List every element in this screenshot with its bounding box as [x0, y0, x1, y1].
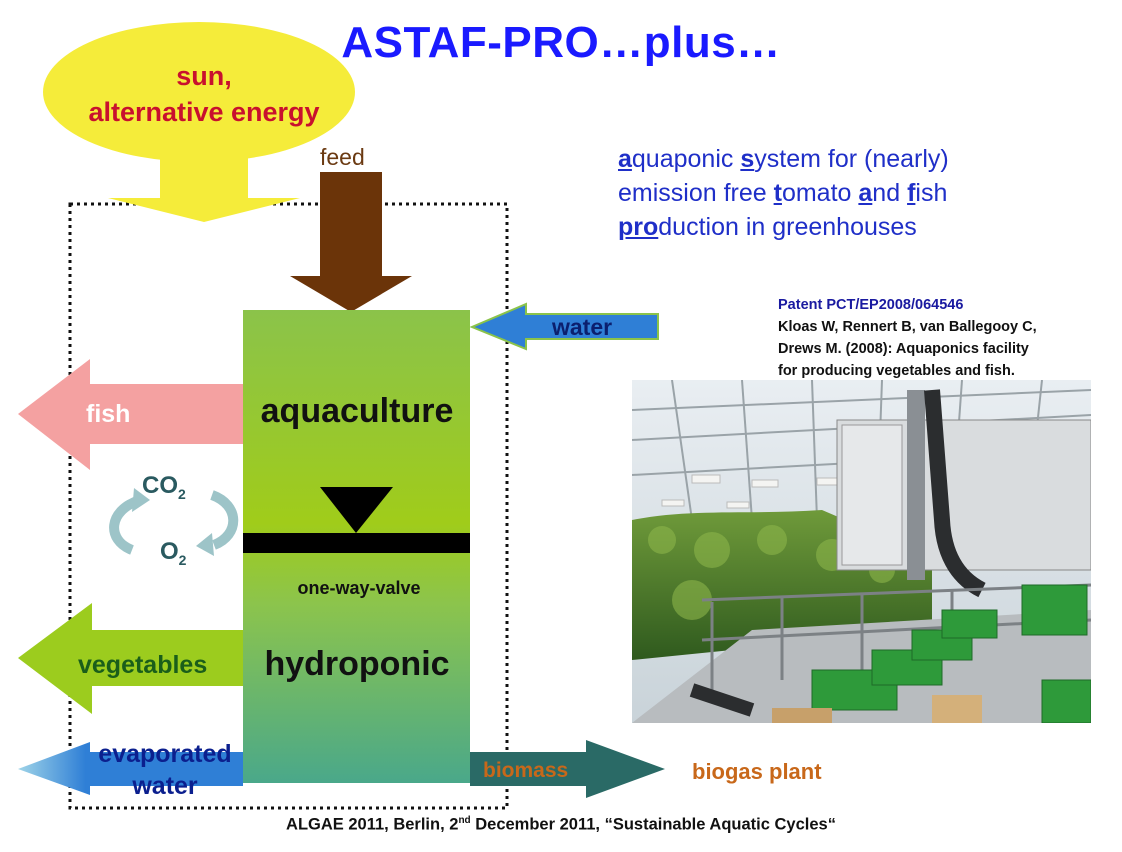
- tagline-letter: pro: [618, 213, 659, 241]
- feed-arrow: [290, 172, 412, 312]
- patent-line: Kloas W, Rennert B, van Ballegooy C,: [778, 319, 1037, 335]
- sun-label-line1: sun,: [176, 61, 232, 91]
- biomass-label: biomass: [483, 759, 569, 782]
- tagline-letter: a: [858, 179, 873, 207]
- evaporated-line1: evaporated: [98, 740, 232, 768]
- co2-text: CO: [142, 472, 178, 499]
- aquaculture-label: aquaculture: [260, 392, 454, 430]
- sun-label-line2: alternative energy: [88, 97, 320, 127]
- gas-cycle-arrow-left-head: [132, 488, 150, 512]
- tagline-letter: t: [773, 179, 782, 207]
- tagline-text: duction in greenhouses: [658, 213, 917, 241]
- patent-id: Patent PCT/EP2008/064546: [778, 297, 964, 313]
- gas-cycle-arrow-right: [209, 490, 239, 550]
- o2-text: O: [160, 538, 179, 565]
- co2-subscript: 2: [178, 485, 186, 502]
- evaporated-line2: water: [132, 772, 198, 800]
- valve-triangle: [320, 487, 393, 533]
- water-label: water: [552, 314, 613, 340]
- tagline-text: nd: [872, 179, 908, 207]
- tagline-line1: aquaponic system for (nearly): [618, 142, 949, 176]
- water-arrow: [469, 302, 659, 351]
- tagline-line2: emission free tomato and fish: [618, 176, 949, 210]
- vegetables-arrow: [18, 603, 243, 714]
- page-title: ASTAF-PRO…plus…: [341, 18, 781, 67]
- valve-bar: [243, 533, 470, 553]
- fish-label: fish: [86, 400, 131, 428]
- feed-label: feed: [320, 144, 365, 170]
- tagline-text: quaponic: [631, 145, 741, 173]
- tagline-letter: f: [907, 179, 916, 207]
- footer-text: December 2011, “Sustainable Aquatic Cycl…: [470, 815, 836, 834]
- system-boundary: [68, 202, 509, 810]
- tagline-text: emission free: [618, 179, 774, 207]
- sun-label: sun, alternative energy: [45, 58, 363, 130]
- tagline: aquaponic system for (nearly) emission f…: [618, 142, 949, 244]
- one-way-valve-label: one-way-valve: [297, 578, 421, 598]
- tagline-text: ish: [915, 179, 948, 207]
- vegetables-label: vegetables: [78, 651, 208, 679]
- sun-arrow: [108, 150, 300, 222]
- gas-cycle-arrow-left: [109, 495, 142, 555]
- hydroponic-label: hydroponic: [264, 645, 450, 683]
- co2-label: CO2: [142, 472, 186, 502]
- footer-citation: ALGAE 2011, Berlin, 2nd December 2011, “…: [0, 815, 1122, 835]
- tagline-text: ystem for (nearly): [754, 145, 949, 173]
- patent-line: for producing vegetables and fish.: [778, 363, 1015, 379]
- patent-line: Drews M. (2008): Aquaponics facility: [778, 341, 1029, 357]
- fish-arrow: [18, 359, 243, 470]
- biomass-arrow: [470, 740, 665, 798]
- footer-superscript: nd: [458, 815, 471, 826]
- evaporated-water-label: evaporated water: [80, 738, 250, 802]
- tagline-text: omato: [781, 179, 859, 207]
- evaporated-water-arrow: [18, 742, 243, 795]
- tagline-letter: s: [740, 145, 755, 173]
- greenhouse-photo: [632, 380, 1091, 723]
- footer-text: ALGAE 2011, Berlin, 2: [286, 815, 459, 834]
- sun-ellipse: [43, 22, 355, 162]
- biogas-plant-label: biogas plant: [692, 759, 822, 784]
- o2-subscript: 2: [178, 551, 187, 568]
- gas-cycle-arrow-right-head: [196, 533, 214, 556]
- tagline-line3: production in greenhouses: [618, 210, 949, 244]
- patent-citation: Patent PCT/EP2008/064546 Kloas W, Renner…: [778, 294, 1037, 382]
- o2-label: O2: [160, 538, 186, 568]
- tagline-letter: a: [618, 145, 632, 173]
